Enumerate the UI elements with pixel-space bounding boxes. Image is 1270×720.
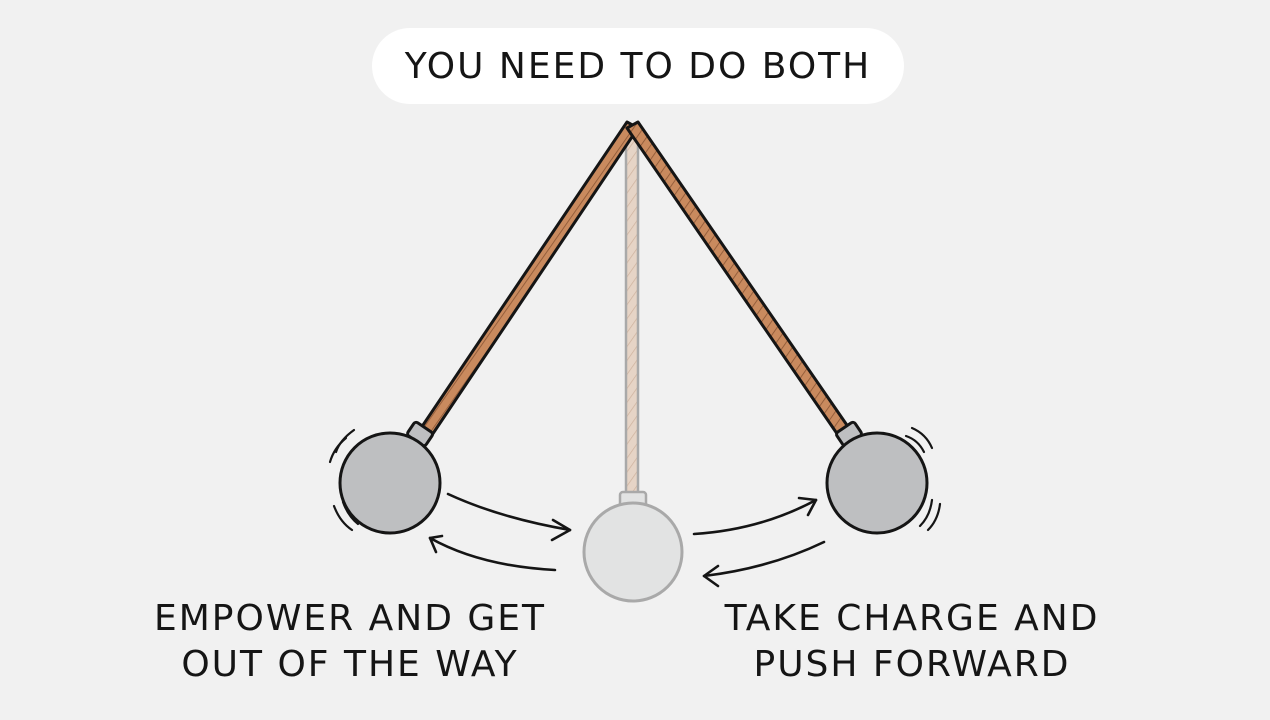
- left-caption-line-1: EMPOWER AND GET: [153, 598, 546, 639]
- motion-lines-left-icon: [328, 428, 360, 532]
- left-caption-line-2: OUT OF THE WAY: [181, 644, 519, 685]
- swing-arrow-right-to-center-icon: [702, 540, 826, 588]
- right-rope: [625, 120, 853, 440]
- center-rope: [624, 126, 640, 498]
- swing-arrow-center-to-right-icon: [692, 496, 818, 536]
- pendulum-ball-left-icon: [338, 420, 442, 535]
- left-caption: EMPOWER AND GET OUT OF THE WAY: [140, 596, 560, 688]
- title-banner: YOU NEED TO DO BOTH: [372, 28, 904, 104]
- title-text: YOU NEED TO DO BOTH: [404, 45, 872, 87]
- swing-arrow-left-to-center-icon: [446, 492, 572, 542]
- right-caption: TAKE CHARGE AND PUSH FORWARD: [712, 596, 1112, 688]
- swing-arrow-center-to-left-icon: [428, 534, 557, 572]
- left-rope: [417, 120, 640, 440]
- pendulum-ball-right-icon: [825, 420, 929, 535]
- right-caption-line-2: PUSH FORWARD: [753, 644, 1071, 685]
- pendulum-ball-center-icon: [582, 490, 684, 603]
- motion-lines-right-icon: [904, 426, 942, 532]
- right-caption-line-1: TAKE CHARGE AND: [724, 598, 1100, 639]
